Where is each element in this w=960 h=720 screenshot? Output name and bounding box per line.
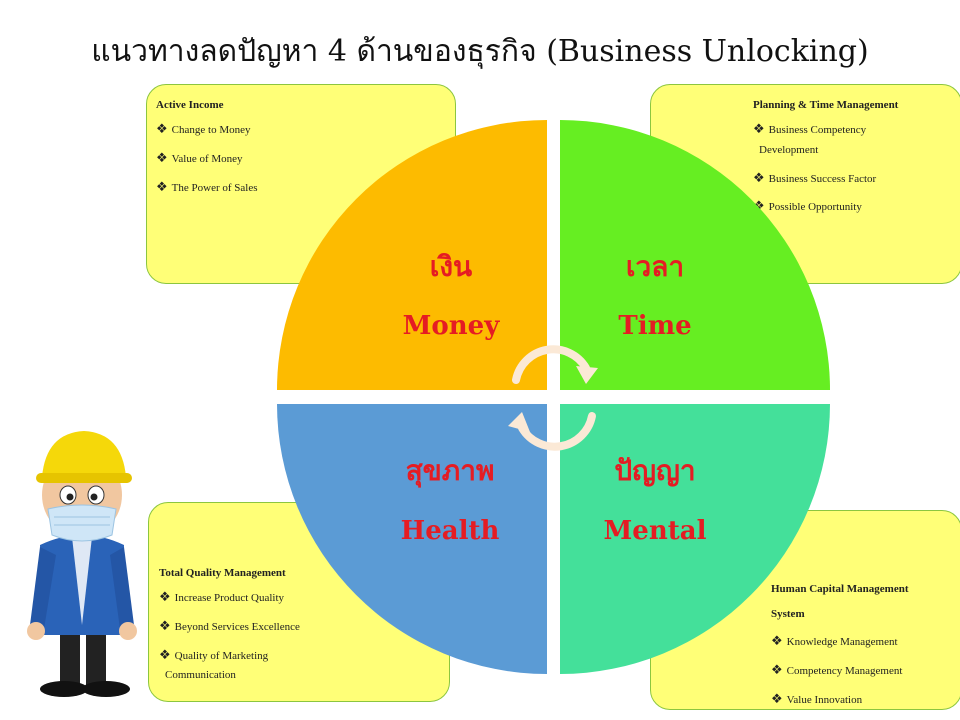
money-thai-label: เงิน <box>430 250 472 283</box>
list-item-text-continued: Communication <box>165 669 236 682</box>
list-item: ❖Possible Opportunity <box>753 198 960 215</box>
diamond-bullet-icon: ❖ <box>753 121 765 136</box>
list-item: ❖Business Success Factor <box>753 170 960 187</box>
list-item: ❖Change to Money <box>156 121 455 138</box>
diamond-bullet-icon: ❖ <box>159 589 171 604</box>
list-item-text: Change to Money <box>171 124 251 136</box>
list-item: ❖Value of Money <box>156 150 455 167</box>
list-item-text: Beyond Services Excellence <box>174 620 300 633</box>
diamond-bullet-icon: ❖ <box>156 121 168 136</box>
diamond-bullet-icon: ❖ <box>771 661 783 677</box>
diamond-bullet-icon: ❖ <box>753 198 765 214</box>
money-box-heading: Active Income <box>156 99 224 111</box>
time-thai-label: เวลา <box>626 250 684 283</box>
diamond-bullet-icon: ❖ <box>159 617 171 633</box>
cycle-arrows-icon <box>512 345 596 451</box>
list-item-text: The Power of Sales <box>171 181 258 194</box>
list-item: ❖Competency Management <box>771 662 960 679</box>
mental-heading-line1: Human Capital Management <box>771 583 909 595</box>
health-box-heading: Total Quality Management <box>159 567 286 579</box>
diamond-bullet-icon: ❖ <box>156 178 168 194</box>
mental-en-label: Mental <box>604 516 707 546</box>
list-item-text-continued: Development <box>759 143 819 156</box>
list-item: ❖Beyond Services Excellence <box>159 618 449 635</box>
mental-heading-line2: System <box>771 608 805 620</box>
list-item-text: Possible Opportunity <box>768 201 862 214</box>
health-en-label: Health <box>401 516 500 546</box>
list-item-text: Increase Product Quality <box>174 592 285 604</box>
list-item: ❖Value Innovation <box>771 691 960 708</box>
list-item-text: Competency Management <box>786 664 903 677</box>
worker-mascot-icon <box>27 431 137 697</box>
diamond-bullet-icon: ❖ <box>771 633 783 648</box>
diamond-bullet-icon: ❖ <box>159 646 171 662</box>
list-item-text: Knowledge Management <box>786 636 898 648</box>
list-item-text: Business Success Factor <box>768 172 877 185</box>
diamond-bullet-icon: ❖ <box>753 169 765 185</box>
diamond-bullet-icon: ❖ <box>771 690 783 706</box>
health-quadrant <box>277 404 547 674</box>
arrow-heads-icon <box>508 366 598 432</box>
diamond-bullet-icon: ❖ <box>156 149 168 165</box>
list-item-text: Value Innovation <box>786 693 863 706</box>
time-en-label: Time <box>618 311 691 341</box>
list-item-text: Business Competency <box>768 124 867 136</box>
list-item-text: Quality of Marketing <box>174 649 269 662</box>
mental-quadrant <box>560 404 830 674</box>
time-box-heading: Planning & Time Management <box>753 99 899 111</box>
time-quadrant <box>560 120 830 390</box>
list-item: ❖Increase Product Quality <box>159 589 449 606</box>
page-title: แนวทางลดปัญหา 4 ด้านของธุรกิจ (Business … <box>91 34 869 69</box>
health-thai-label: สุขภาพ <box>406 454 495 488</box>
list-item: ❖Knowledge Management <box>771 633 960 650</box>
list-item-text: Value of Money <box>171 152 243 165</box>
list-item: ❖The Power of Sales <box>156 179 455 196</box>
mental-thai-label: ปัญญา <box>614 454 695 487</box>
money-quadrant <box>277 120 547 390</box>
money-en-label: Money <box>403 311 501 341</box>
